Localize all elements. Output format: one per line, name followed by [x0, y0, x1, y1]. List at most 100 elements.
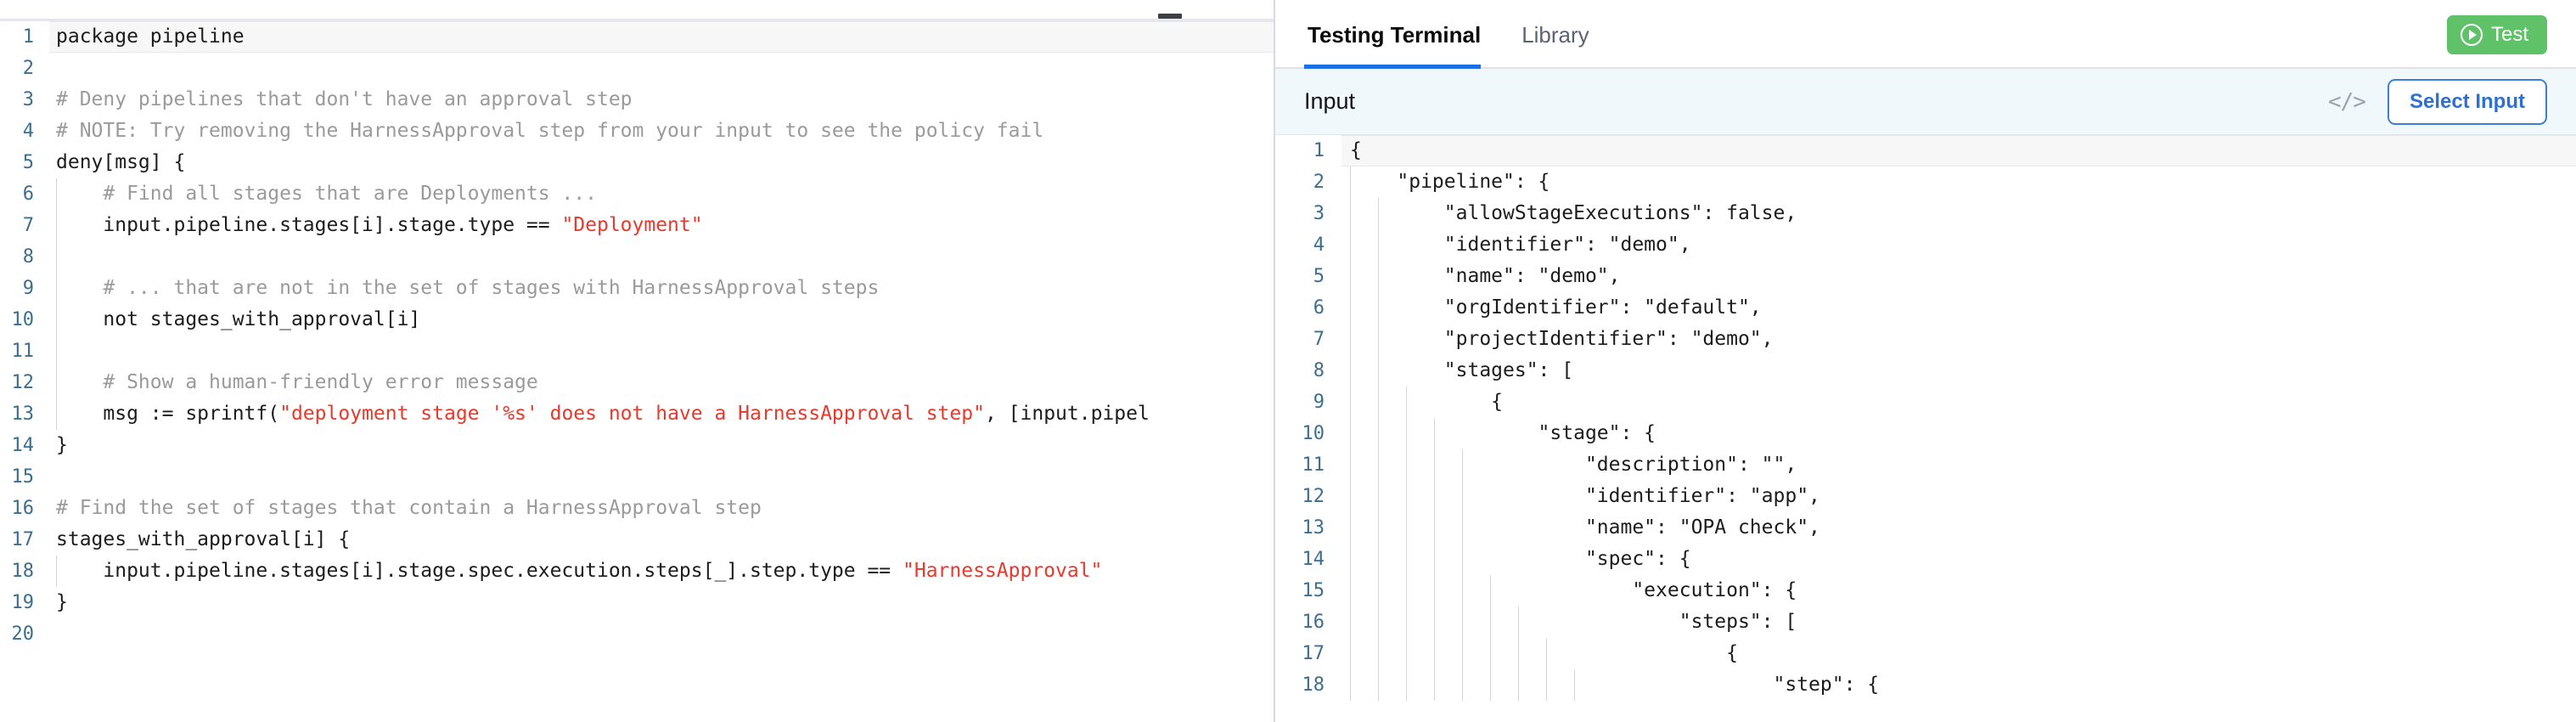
json-line[interactable]: 4 "identifier": "demo", — [1275, 229, 2576, 261]
code-token: # Show a human-friendly error message — [56, 371, 538, 393]
indent-guide — [1350, 166, 1351, 198]
code-line[interactable]: 15 — [0, 461, 1274, 493]
code-line[interactable]: 9 # ... that are not in the set of stage… — [0, 273, 1274, 304]
indent-guide — [1378, 544, 1379, 575]
json-line-number: 8 — [1313, 360, 1325, 381]
tab-testing-terminal[interactable]: Testing Terminal — [1304, 22, 1499, 69]
indent-guide — [1462, 669, 1463, 701]
indent-guide — [1546, 669, 1547, 701]
indent-guide — [1434, 544, 1435, 575]
indent-guide — [1350, 324, 1351, 355]
code-line-text — [49, 336, 1274, 367]
json-line[interactable]: 8 "stages": [ — [1275, 355, 2576, 386]
json-token: { — [1350, 391, 1504, 413]
indent-guide — [1574, 669, 1575, 701]
code-line[interactable]: 3# Deny pipelines that don't have an app… — [0, 84, 1274, 116]
json-line[interactable]: 18 "step": { — [1275, 669, 2576, 701]
json-line[interactable]: 14 "spec": { — [1275, 544, 2576, 575]
code-line[interactable]: 14} — [0, 430, 1274, 461]
json-line-number: 13 — [1302, 517, 1325, 539]
code-token: deny[msg] { — [56, 151, 186, 173]
json-line[interactable]: 12 "identifier": "app", — [1275, 481, 2576, 512]
indent-guide — [1350, 606, 1351, 638]
json-line-text: "name": "demo", — [1341, 261, 2576, 292]
json-line-text: "spec": { — [1341, 544, 2576, 575]
indent-guide — [1490, 669, 1491, 701]
json-line[interactable]: 6 "orgIdentifier": "default", — [1275, 292, 2576, 324]
indent-guide — [1434, 575, 1435, 606]
code-line-text: msg := sprintf("deployment stage '%s' do… — [49, 398, 1274, 430]
indent-guide — [1406, 386, 1407, 418]
indent-guide — [56, 241, 57, 273]
tab-library[interactable]: Library — [1518, 22, 1607, 67]
indent-guide — [1434, 638, 1435, 669]
indent-guide — [1518, 638, 1519, 669]
json-line-number: 1 — [1313, 140, 1325, 161]
code-token: "HarnessApproval" — [903, 560, 1103, 582]
json-token: { — [1350, 139, 1362, 161]
code-line[interactable]: 18 input.pipeline.stages[i].stage.spec.e… — [0, 556, 1274, 587]
json-line[interactable]: 15 "execution": { — [1275, 575, 2576, 606]
json-line[interactable]: 16 "steps": [ — [1275, 606, 2576, 638]
code-line[interactable]: 12 # Show a human-friendly error message — [0, 367, 1274, 398]
indent-guide — [1350, 669, 1351, 701]
indent-guide — [1350, 544, 1351, 575]
code-line[interactable]: 13 msg := sprintf("deployment stage '%s'… — [0, 398, 1274, 430]
indent-guide — [1406, 481, 1407, 512]
code-line-text: # Deny pipelines that don't have an appr… — [49, 84, 1274, 116]
code-line[interactable]: 4 # NOTE: Try removing the HarnessApprova… — [0, 116, 1274, 147]
code-view-icon[interactable]: </> — [2328, 88, 2366, 115]
indent-guide — [1406, 544, 1407, 575]
code-line[interactable]: 16# Find the set of stages that contain … — [0, 493, 1274, 524]
json-line-number: 5 — [1313, 266, 1325, 287]
json-line-text: "pipeline": { — [1341, 166, 2576, 198]
line-number: 4 — [22, 121, 34, 142]
code-line-text — [49, 618, 1274, 650]
json-line[interactable]: 10 "stage": { — [1275, 418, 2576, 449]
code-line[interactable]: 8 — [0, 241, 1274, 273]
json-line[interactable]: 17 { — [1275, 638, 2576, 669]
select-input-button[interactable]: Select Input — [2387, 78, 2547, 125]
panel-header: Testing Terminal Library Test — [1275, 0, 2576, 69]
indent-guide — [56, 178, 57, 210]
code-token: stages_with_approval[i] { — [56, 528, 351, 550]
indent-guide — [1378, 324, 1379, 355]
code-line[interactable]: 2 — [0, 53, 1274, 84]
code-line[interactable]: 11 — [0, 336, 1274, 367]
line-number: 20 — [11, 623, 35, 645]
json-line[interactable]: 9 { — [1275, 386, 2576, 418]
code-line[interactable]: 7 input.pipeline.stages[i].stage.type ==… — [0, 210, 1274, 241]
minimize-icon[interactable] — [1158, 14, 1182, 19]
code-line[interactable]: 20 — [0, 618, 1274, 650]
code-line-text: # NOTE: Try removing the HarnessApproval… — [49, 116, 1274, 147]
indent-guide — [1518, 669, 1519, 701]
json-line[interactable]: 2 "pipeline": { — [1275, 166, 2576, 198]
indent-guide — [1378, 481, 1379, 512]
json-line[interactable]: 3 "allowStageExecutions": false, — [1275, 198, 2576, 229]
json-line[interactable]: 1{ — [1275, 135, 2576, 166]
input-json-area[interactable]: 1{2 "pipeline": {3 "allowStageExecutions… — [1275, 135, 2576, 722]
indent-guide — [1350, 638, 1351, 669]
json-line[interactable]: 5 "name": "demo", — [1275, 261, 2576, 292]
json-line-text: { — [1341, 638, 2576, 669]
json-line[interactable]: 7 "projectIdentifier": "demo", — [1275, 324, 2576, 355]
code-token: not stages_with_approval[i] — [56, 308, 421, 330]
json-line[interactable]: 11 "description": "", — [1275, 449, 2576, 481]
code-line[interactable]: 6 # Find all stages that are Deployments… — [0, 178, 1274, 210]
line-number: 6 — [22, 183, 34, 205]
code-line[interactable]: 19} — [0, 587, 1274, 618]
json-rows[interactable]: 1{2 "pipeline": {3 "allowStageExecutions… — [1275, 135, 2576, 701]
json-line-text: "execution": { — [1341, 575, 2576, 606]
indent-guide — [1434, 449, 1435, 481]
test-button[interactable]: Test — [2446, 15, 2547, 54]
json-line[interactable]: 13 "name": "OPA check", — [1275, 512, 2576, 544]
json-token: "identifier": "demo", — [1350, 234, 1691, 256]
indent-guide — [1546, 638, 1547, 669]
code-token: # ... that are not in the set of stages … — [56, 277, 880, 299]
code-line[interactable]: 10 not stages_with_approval[i] — [0, 304, 1274, 336]
